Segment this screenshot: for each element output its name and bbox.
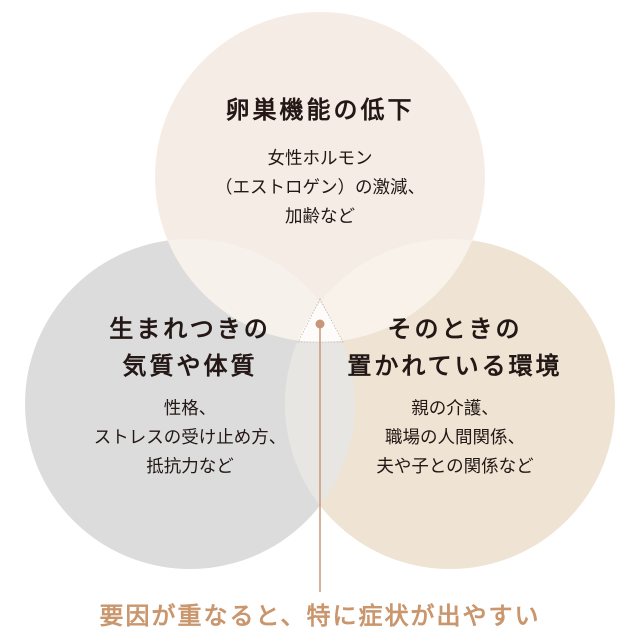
- title-left-line: 気質や体質: [122, 352, 258, 380]
- title-left-line: 生まれつきの: [109, 315, 271, 343]
- title-right: そのときの 置かれている環境: [300, 311, 610, 385]
- body-left-line: 性格、: [163, 399, 217, 419]
- body-top-line: 女性ホルモン: [267, 149, 373, 169]
- body-left-line: ストレスの受け止め方、: [93, 428, 287, 448]
- center-triangle-outline: [297, 298, 344, 343]
- title-right-line: そのときの: [387, 315, 523, 343]
- body-top: 女性ホルモン （エストロゲン）の激減、 加齢など: [120, 145, 520, 232]
- label-innate-temperament: 生まれつきの 気質や体質 性格、 ストレスの受け止め方、 抵抗力など: [40, 311, 340, 482]
- diagram-caption: 要因が重なると、特に症状が出やすい: [99, 602, 541, 630]
- body-top-line: 加齢など: [285, 207, 355, 227]
- body-left: 性格、 ストレスの受け止め方、 抵抗力など: [40, 395, 340, 482]
- label-ovarian-decline: 卵巣機能の低下 女性ホルモン （エストロゲン）の激減、 加齢など: [120, 92, 520, 232]
- label-current-environment: そのときの 置かれている環境 親の介護、 職場の人間関係、 夫や子との関係など: [300, 311, 610, 482]
- body-right-line: 親の介護、: [411, 399, 499, 419]
- body-top-line: （エストロゲン）の激減、: [215, 178, 425, 198]
- title-left: 生まれつきの 気質や体質: [40, 311, 340, 385]
- title-right-line: 置かれている環境: [347, 352, 563, 380]
- title-top: 卵巣機能の低下: [225, 96, 415, 124]
- center-pointer-dot: [315, 319, 325, 329]
- overlap-top-right: [285, 239, 485, 342]
- body-right-line: 職場の人間関係、: [385, 428, 525, 448]
- body-right-line: 夫や子との関係など: [376, 457, 534, 477]
- overlap-top-left: [155, 239, 355, 342]
- body-right: 親の介護、 職場の人間関係、 夫や子との関係など: [300, 395, 610, 482]
- body-left-line: 抵抗力など: [146, 457, 234, 477]
